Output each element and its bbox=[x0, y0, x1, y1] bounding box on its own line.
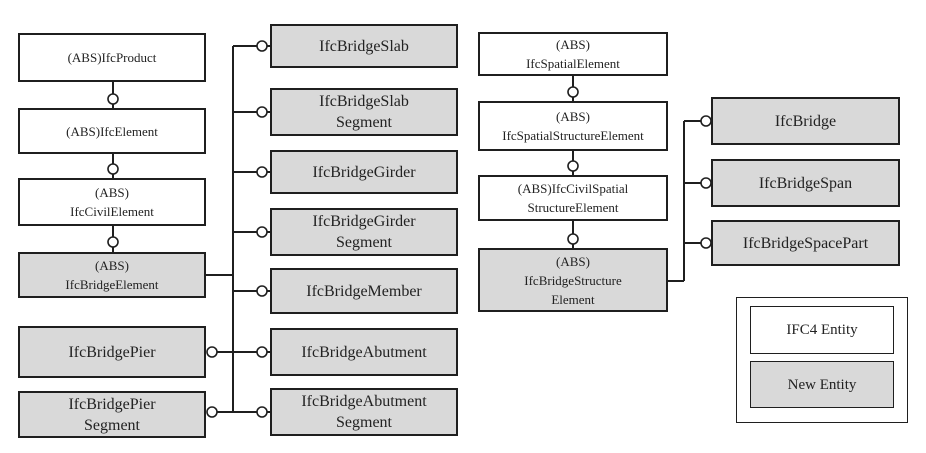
link-slab-circle bbox=[256, 40, 268, 52]
legend-label: IFC4 Entity bbox=[786, 322, 858, 338]
link-abutment-segment-circle bbox=[256, 406, 268, 418]
legend-ifc4-entity: IFC4 Entity bbox=[750, 306, 894, 354]
entity-ifc-bridge-abutment: IfcBridgeAbutment bbox=[270, 328, 458, 376]
entity-label-line-2: Segment bbox=[84, 416, 140, 434]
entity-ifc-bridge-girder: IfcBridgeGirder bbox=[270, 150, 458, 194]
entity-ifc-element: (ABS)IfcElement bbox=[18, 108, 206, 154]
link-pier-circle bbox=[206, 346, 218, 358]
entity-label-line-2: IfcBridgeElement bbox=[65, 277, 159, 292]
entity-ifc-product: (ABS)IfcProduct bbox=[18, 33, 206, 82]
entity-ifc-bridge-slab: IfcBridgeSlab bbox=[270, 24, 458, 68]
entity-label: (ABS)IfcElement bbox=[66, 123, 158, 139]
entity-ifc-civil-element: (ABS) IfcCivilElement bbox=[18, 178, 206, 226]
entity-label-line-1: IfcBridgeGirder bbox=[312, 213, 416, 230]
link-spatial-structure-circle bbox=[567, 86, 579, 98]
entity-label-line-1: (ABS) bbox=[95, 185, 129, 200]
link-member-circle bbox=[256, 285, 268, 297]
entity-label: IfcBridgeSlab bbox=[319, 37, 409, 55]
entity-label: IfcBridgeSpacePart bbox=[742, 234, 869, 252]
entity-label-line-1: (ABS) bbox=[556, 253, 590, 269]
entity-label-line-1: (ABS) bbox=[556, 109, 590, 124]
entity-ifc-bridge-span: IfcBridgeSpan bbox=[711, 159, 900, 207]
entity-ifc-bridge-girder-segment: IfcBridgeGirder Segment bbox=[270, 208, 458, 256]
entity-label-line-1: (ABS)IfcCivilSpatial bbox=[517, 181, 629, 196]
entity-label-line-1: IfcBridgeAbutment bbox=[301, 393, 427, 410]
link-bridge-circle bbox=[700, 115, 712, 127]
entity-label: IfcBridgeMember bbox=[306, 282, 422, 300]
entity-ifc-bridge-slab-segment: IfcBridgeSlab Segment bbox=[270, 88, 458, 136]
link-bridge-span-circle bbox=[700, 177, 712, 189]
legend-new-entity: New Entity bbox=[750, 361, 894, 408]
entity-label: IfcBridge bbox=[774, 112, 837, 130]
entity-label-line-2: Segment bbox=[336, 414, 392, 431]
entity-ifc-bridge-pier: IfcBridgePier bbox=[18, 326, 206, 378]
entity-ifc-bridge-space-part: IfcBridgeSpacePart bbox=[711, 220, 900, 266]
entity-label-line-1: IfcBridgeSlab bbox=[319, 93, 409, 110]
entity-label-line-1: IfcBridgePier bbox=[68, 395, 156, 413]
entity-ifc-bridge-pier-segment: IfcBridgePier Segment bbox=[18, 391, 206, 438]
link-bridge-structure-circle bbox=[567, 233, 579, 245]
link-civil-element-circle bbox=[107, 163, 119, 175]
legend-label: New Entity bbox=[787, 376, 857, 393]
entity-label-line-3: Element bbox=[551, 291, 595, 307]
entity-ifc-bridge-element: (ABS) IfcBridgeElement bbox=[18, 252, 206, 298]
entity-ifc-bridge-structure-element: (ABS) IfcBridgeStructure Element bbox=[478, 248, 668, 312]
link-element-circle bbox=[107, 93, 119, 105]
entity-label-line-2: Segment bbox=[336, 114, 392, 131]
entity-ifc-civil-spatial-structure-element: (ABS)IfcCivilSpatial StructureElement bbox=[478, 175, 668, 221]
entity-label-line-2: Segment bbox=[336, 234, 392, 251]
entity-label: IfcBridgePier bbox=[68, 343, 156, 361]
entity-ifc-bridge-member: IfcBridgeMember bbox=[270, 268, 458, 314]
entity-label: IfcBridgeAbutment bbox=[301, 343, 427, 361]
link-bridge-element-circle bbox=[107, 236, 119, 248]
entity-ifc-bridge: IfcBridge bbox=[711, 97, 900, 145]
entity-label: IfcBridgeGirder bbox=[312, 163, 416, 181]
entity-label-line-2: IfcSpatialStructureElement bbox=[502, 128, 644, 143]
link-girder-circle bbox=[256, 166, 268, 178]
legend: IFC4 Entity New Entity bbox=[736, 297, 908, 423]
entity-label-line-2: IfcSpatialElement bbox=[526, 56, 620, 71]
link-slab-segment-circle bbox=[256, 106, 268, 118]
entity-ifc-bridge-abutment-segment: IfcBridgeAbutment Segment bbox=[270, 388, 458, 436]
link-civil-spatial-circle bbox=[567, 160, 579, 172]
link-bridge-space-part-circle bbox=[700, 237, 712, 249]
entity-label-line-2: IfcCivilElement bbox=[70, 204, 154, 219]
entity-label: IfcBridgeSpan bbox=[758, 174, 853, 192]
link-girder-segment-circle bbox=[256, 226, 268, 238]
entity-label-line-2: StructureElement bbox=[527, 200, 619, 215]
link-pier-segment-circle bbox=[206, 406, 218, 418]
link-abutment-circle bbox=[256, 346, 268, 358]
entity-label: (ABS)IfcProduct bbox=[67, 50, 157, 65]
entity-label-line-1: (ABS) bbox=[95, 258, 129, 273]
entity-label-line-2: IfcBridgeStructure bbox=[524, 272, 622, 288]
entity-ifc-spatial-structure-element: (ABS) IfcSpatialStructureElement bbox=[478, 101, 668, 151]
entity-label-line-1: (ABS) bbox=[556, 37, 590, 52]
entity-ifc-spatial-element: (ABS) IfcSpatialElement bbox=[478, 32, 668, 76]
